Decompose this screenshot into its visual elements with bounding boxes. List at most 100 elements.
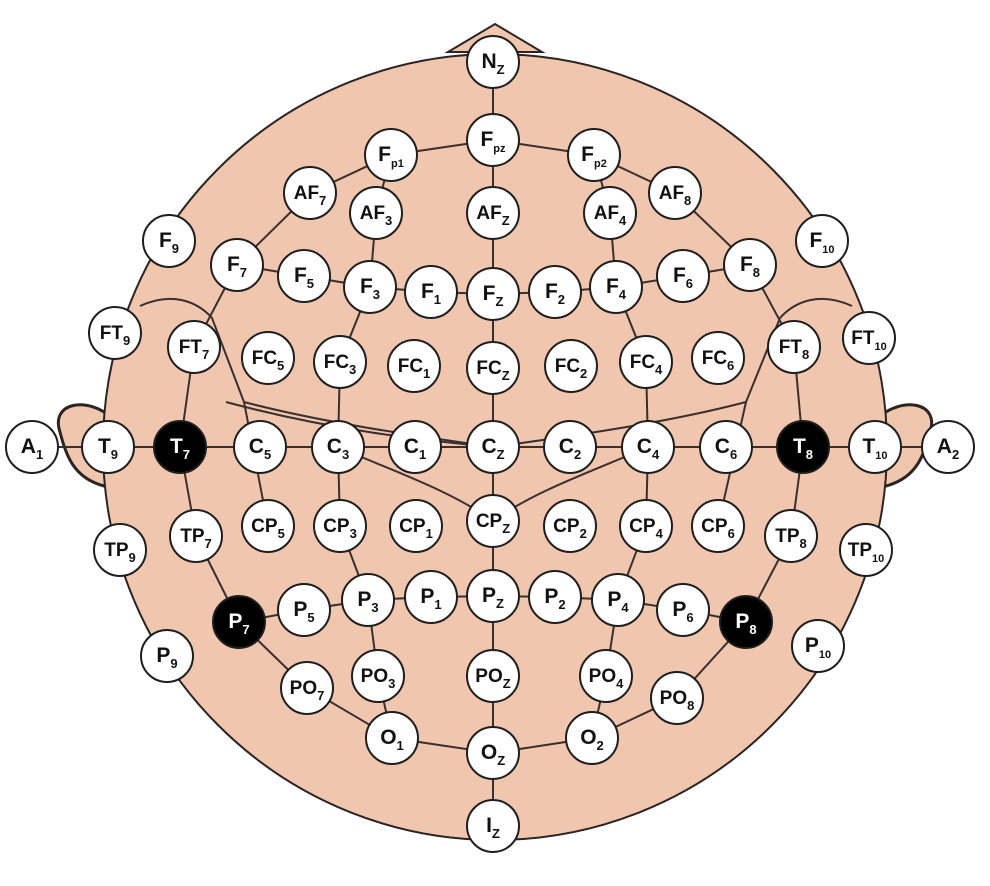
electrode-circle [528,570,582,624]
electrode-circle [466,799,520,853]
electrode-label: FC4 [630,352,663,377]
electrode-circle [567,128,621,182]
electrode-label-main: FC [252,348,278,369]
electrode-f8: F8 [723,238,777,292]
electrode-label-main: FT [779,337,803,358]
electrode-label-main: CP [553,516,580,537]
electrode-label-sub: 9 [123,333,130,348]
electrode-cz: CZ [466,420,520,474]
electrode-label: F7 [227,253,247,280]
electrode-c2: C2 [543,420,597,474]
electrode-label-sub: 6 [730,447,737,462]
electrode-label: OZ [481,741,505,768]
electrode-label-sub: Z [497,447,505,462]
electrode-label-main: F [294,264,307,287]
electrode-label: P1 [420,585,441,612]
electrode-label-sub: 3 [388,676,395,691]
electrode-label: P10 [805,634,831,661]
electrode-label: AF8 [659,183,692,208]
electrode-label-main: A [937,435,952,458]
electrode-label-main: C [481,435,496,458]
electrode-label: FC1 [398,356,431,381]
electrode-fpz: Fpz [466,113,520,167]
electrode-circle [5,420,59,474]
electrode-t10: T10 [848,420,902,474]
electrode-label-main: F [360,275,373,298]
electrode-label-main: O [380,726,396,749]
electrode-label: FC6 [702,348,735,373]
electrode-label-main: FC [476,358,502,379]
electrode-label-sub: 8 [802,347,809,362]
electrode-circle [466,569,520,623]
electrode-label-sub: 8 [800,536,807,551]
electrode-p1: P1 [404,570,458,624]
electrode-circle [389,499,443,553]
electrode-label-sub: 6 [727,358,734,373]
electrode-circle [241,331,295,385]
electrode-circle [723,238,777,292]
electrode-circle [142,214,196,268]
electrode-label-main: P [482,584,496,607]
electrode-circle [466,113,520,167]
electrode-circle [764,509,818,563]
electrode-circle [656,583,710,637]
electrode-label: F9 [159,229,179,256]
electrode-circle [466,494,520,548]
electrode-label-main: C [404,435,419,458]
electrode-circle [311,420,365,474]
electrode-label-sub: Z [496,596,504,611]
electrode-label: CP6 [701,516,735,541]
electrode-label-main: TP [848,540,873,561]
electrode-f6: F6 [656,249,710,303]
electrode-f1: F1 [404,265,458,319]
electrode-label-main: P [544,585,558,608]
electrode-circle [212,595,266,649]
electrode-label: T7 [170,435,190,462]
electrode-label: FZ [483,282,504,309]
electrode-label: F8 [740,253,760,280]
electrode-label: NZ [481,50,504,77]
electrode-pz: PZ [466,569,520,623]
electrode-c4: C4 [621,420,675,474]
electrode-label: PO3 [361,666,396,691]
electrode-label-main: PO [290,678,317,699]
electrode-label: P6 [672,598,693,625]
electrode-circle [277,249,331,303]
electrode-p7: P7 [212,595,266,649]
electrode-po7: PO7 [280,661,334,715]
electrode-p9: P9 [140,629,194,683]
electrode-label: A2 [937,435,959,462]
electrode-label-main: AF [594,203,619,224]
electrode-label-main: PO [589,666,616,687]
electrode-label: CZ [481,435,504,462]
electrode-p6: P6 [656,583,710,637]
electrode-label-main: F [740,253,753,276]
electrode-label-main: I [486,814,492,837]
electrode-label-sub: 3 [373,287,380,302]
electrode-af8: AF8 [648,166,702,220]
electrode-fcz: FCZ [466,341,520,395]
electrode-label-main: F [227,253,240,276]
electrode-label-sub: Z [497,62,505,77]
electrode-f4: F4 [589,260,643,314]
electrode-label-main: F [581,143,594,166]
electrode-label-main: FC [324,352,350,373]
electrode-label-main: FC [398,356,424,377]
electrode-label-main: CP [323,516,350,537]
electrode-label-main: F [606,275,619,298]
electrode-label-main: F [673,264,686,287]
electrode-label-sub: 2 [558,292,565,307]
electrode-label-main: O [580,726,596,749]
electrode-label-sub: 3 [371,600,378,615]
electrode-label-main: CP [251,516,278,537]
electrode-a2: A2 [921,420,975,474]
electrode-cp3: CP3 [313,499,367,553]
electrode-fz: FZ [466,267,520,321]
electrode-t8: T8 [776,420,830,474]
electrode-label: AFZ [476,203,509,228]
electrode-label-main: F [378,143,391,166]
electrode-label-sub: 10 [872,553,884,565]
electrode-label: FT9 [100,323,130,348]
electrode-label-main: F [545,280,558,303]
